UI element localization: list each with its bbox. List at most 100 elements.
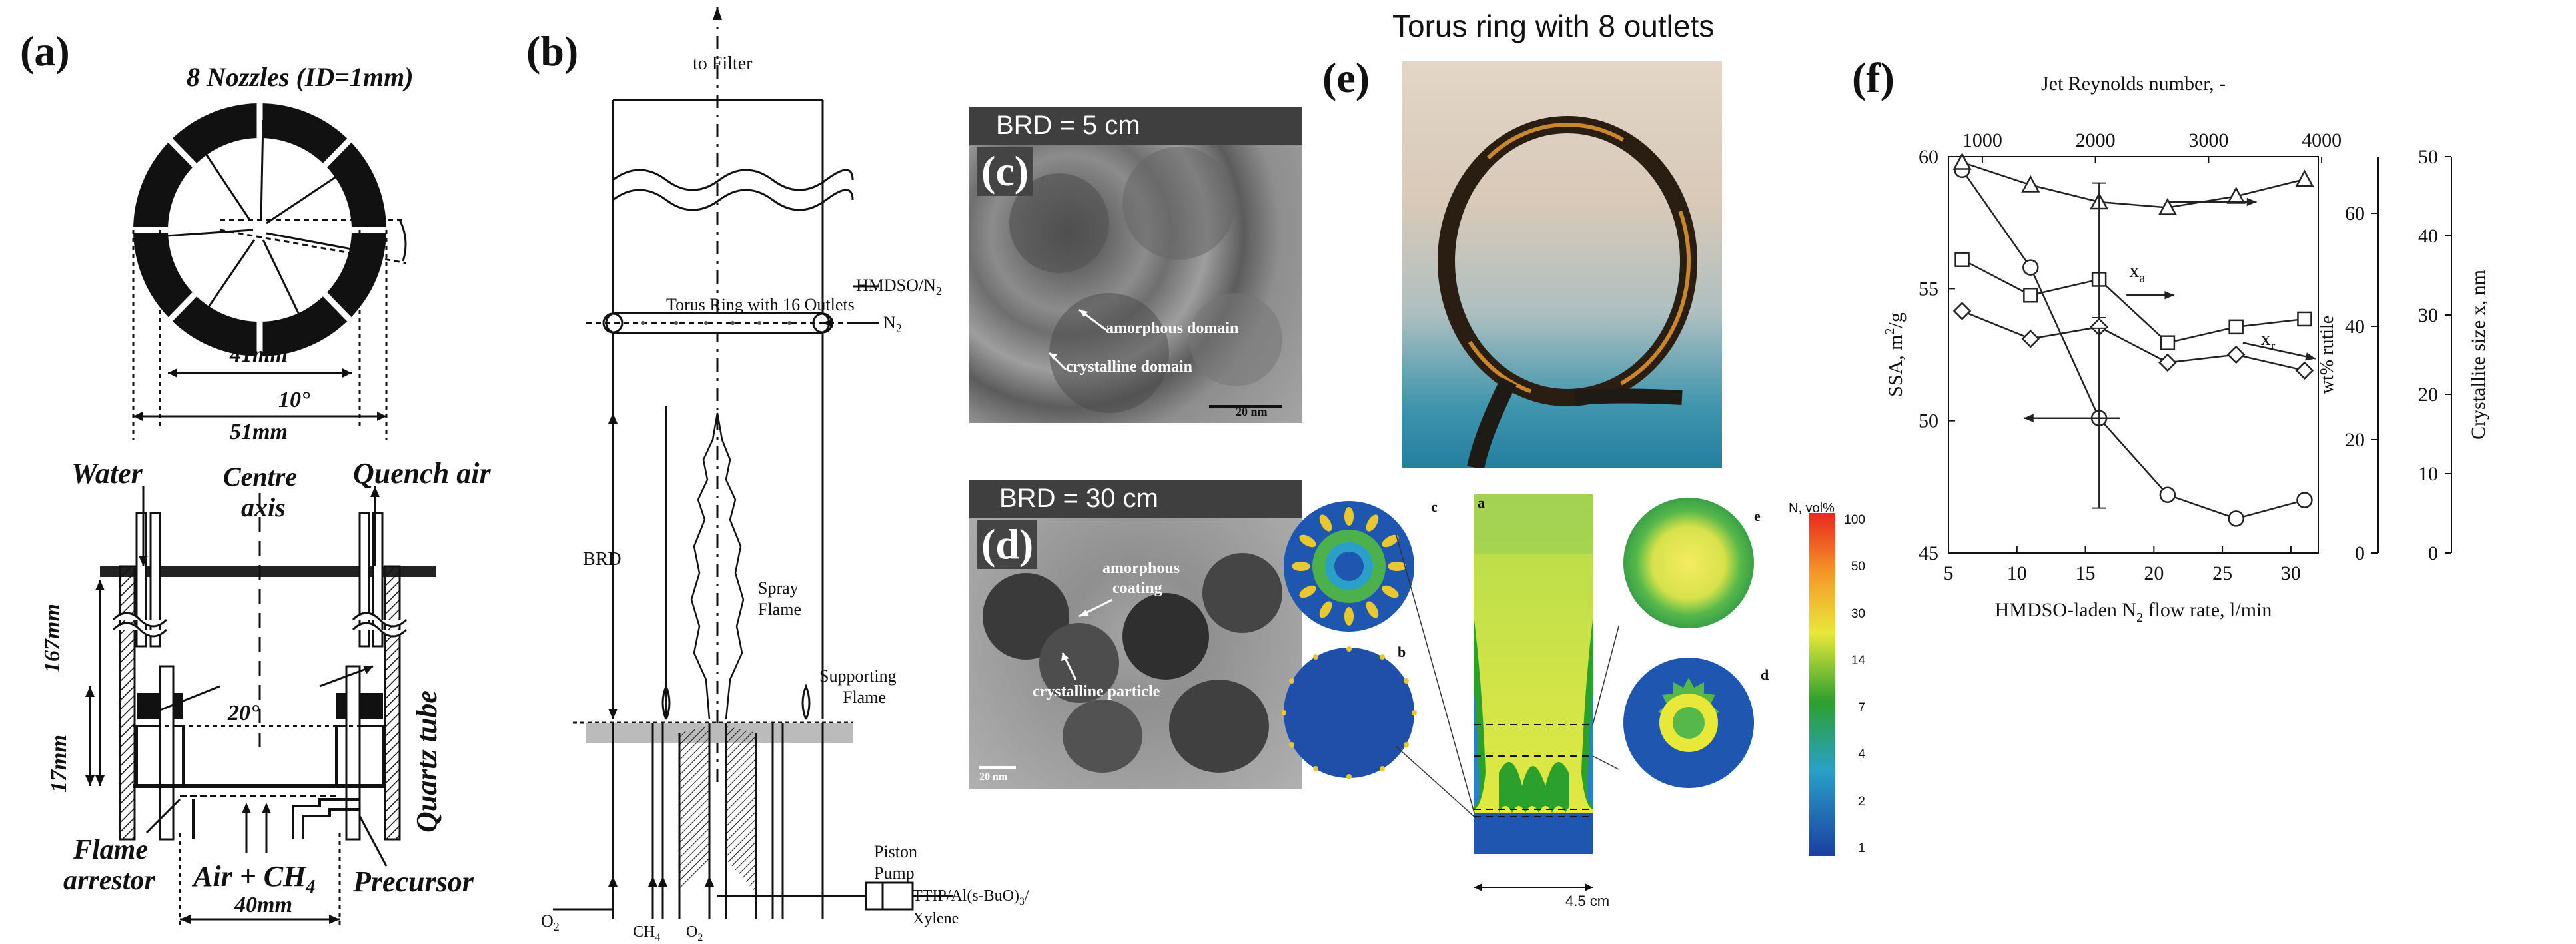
cfd-contour-figure [1282, 494, 1835, 891]
x-tick-label: 30 [2281, 562, 2301, 584]
panel-a-diagram [85, 103, 436, 929]
o2-left-label: O2 [541, 911, 560, 934]
o2-mid-label: O2 [686, 923, 703, 943]
contour-d-label: d [1761, 666, 1769, 683]
data-point-xr [2158, 353, 2177, 372]
ssa-axis-arrow-head [2024, 414, 2034, 422]
x-tick-label: 10 [2007, 562, 2027, 584]
x-axis-title: HMDSO-laden N2 flow rate, l/min [1995, 599, 2272, 625]
x-tick-label: 25 [2212, 562, 2232, 584]
brd-30cm-label: BRD = 30 cm [999, 484, 1158, 513]
xa-label: xa [2129, 260, 2145, 286]
amorphous-coating-label-1: amorphous [1102, 560, 1180, 577]
data-point-wt-rutile [2226, 186, 2246, 204]
colorbar [1809, 513, 1835, 856]
burner-arrowheads [85, 486, 380, 924]
plume-section [1395, 494, 1619, 891]
rutile-axis-arrow-head [2246, 197, 2257, 207]
y-mid-tick-label: 20 [2345, 429, 2365, 451]
crystalline-particle-label: crystalline particle [1033, 683, 1160, 700]
angle-lower-label: 20° [228, 701, 260, 725]
colorbar-tick-label: 4 [1858, 747, 1865, 762]
y-right-tick-label: 30 [2418, 304, 2438, 326]
disc-d [1623, 658, 1754, 788]
y-right-tick-label: 10 [2418, 463, 2438, 485]
scale-bar-c [1209, 405, 1282, 408]
data-point-xr [2226, 345, 2246, 364]
quartz-tube-label: Quartz tube [410, 690, 443, 833]
y-right-tick-label: 40 [2418, 225, 2438, 247]
data-point-xr [2295, 361, 2314, 380]
piston-label-1: Piston [874, 842, 918, 861]
data-point-xr [2021, 329, 2040, 348]
n2-inlet-label: N2 [883, 313, 902, 336]
dim-outer-label: 51mm [230, 420, 288, 444]
y-mid-tick-label: 60 [2345, 203, 2365, 225]
y-mid-axis-title: wt% rutile [2317, 316, 2338, 394]
y-left-axis-title: SSA, m2/g [1883, 312, 1907, 397]
precursor-label: Precursor [353, 865, 474, 898]
spray-flame-label-1: Spray [758, 578, 799, 598]
supporting-flame-label-2: Flame [843, 688, 886, 707]
width-label: 4.5 cm [1565, 893, 1610, 909]
water-label: Water [71, 457, 143, 490]
top-tick-label: 4000 [2302, 129, 2342, 151]
scale-bar-c-label: 20 nm [1236, 405, 1268, 418]
contour-a-label: a [1478, 494, 1485, 511]
disc-c [1284, 501, 1414, 632]
xr-axis-arrow [2242, 342, 2316, 360]
xa-axis-arrow-head [2164, 291, 2175, 300]
axis-label: axis [241, 492, 286, 522]
data-point-SSA [2159, 486, 2176, 503]
to-filter-label: to Filter [693, 53, 753, 74]
panel-b-diagram [553, 7, 953, 919]
angle-top-label: 10° [278, 388, 310, 412]
torus-ring-label: Torus Ring with 16 Outlets [666, 295, 855, 314]
y-left-tick-label: 60 [1919, 146, 1938, 168]
top-axis-title: Jet Reynolds number, - [2041, 73, 2226, 95]
contour-b-label: b [1398, 644, 1406, 660]
data-point-SSA [2228, 510, 2244, 527]
panel-b-label: (b) [526, 27, 579, 75]
dim-inner-label: 41mm [230, 342, 288, 367]
flame-label: Flame [73, 835, 148, 865]
contour-c-label: c [1431, 498, 1438, 515]
plot-frame [1948, 156, 2319, 554]
x-tick-label: 5 [1944, 562, 1954, 584]
disc-e [1623, 498, 1754, 628]
data-point-wt-rutile [2295, 169, 2314, 187]
data-point-xa [1954, 252, 1970, 267]
torus-photo [1402, 61, 1722, 468]
y-left-tick-label: 50 [1919, 410, 1938, 432]
data-point-wt-rutile [1952, 152, 1972, 170]
colorbar-tick-label: 100 [1844, 513, 1865, 527]
panel-a-label: (a) [20, 27, 70, 75]
tem-c-arrows [1048, 308, 1106, 371]
x-tick-label: 15 [2076, 562, 2096, 584]
brd-5cm-label: BRD = 5 cm [996, 111, 1140, 140]
series-line-xr [1962, 310, 2305, 372]
y-right-tick-label: 0 [2428, 542, 2438, 564]
supporting-flame-label-1: Supporting [819, 666, 897, 686]
panel-e-label: (e) [1322, 54, 1370, 101]
crystalline-domain-label: crystalline domain [1066, 358, 1192, 376]
brd-label: BRD [583, 549, 622, 570]
colorbar-tick-label: 30 [1851, 606, 1865, 621]
arrestor-label: arrestor [63, 865, 155, 896]
series-line-SSA [1961, 169, 2305, 520]
torus-photo-title: Torus ring with 8 outlets [1392, 9, 1715, 43]
y-right-tick-label: 50 [2418, 146, 2438, 168]
xylene-label: Xylene [913, 910, 959, 927]
y-right-tick-label: 20 [2418, 384, 2438, 406]
panel-f-label: (f) [1852, 54, 1895, 101]
burner-cross-section [89, 486, 436, 929]
series-line-xa [1961, 258, 2305, 344]
ch4-label: CH4 [633, 923, 661, 943]
top-tick-label: 2000 [2076, 129, 2116, 151]
dim-height-label: 167mm [40, 604, 65, 673]
data-point-SSA [2022, 259, 2039, 276]
data-point-xa [2160, 335, 2176, 350]
nozzle-ring [132, 103, 407, 440]
x-tick-label: 20 [2144, 562, 2164, 584]
